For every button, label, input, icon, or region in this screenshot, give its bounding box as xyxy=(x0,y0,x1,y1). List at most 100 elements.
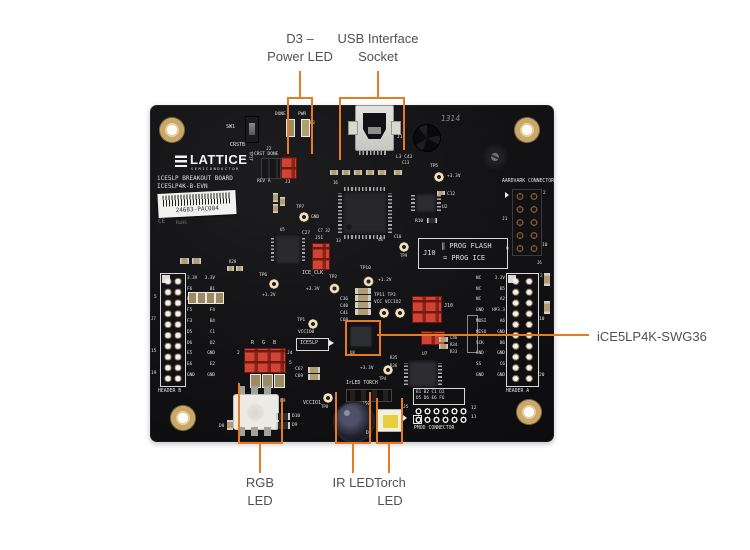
reset-button xyxy=(245,116,259,143)
silk-label: R28 xyxy=(229,259,237,264)
silk-label: TP5 xyxy=(430,164,439,169)
silk-label: U2 xyxy=(442,205,448,210)
callout-line xyxy=(299,71,301,98)
silk-label: C67 xyxy=(295,367,304,372)
silk-label: IrLED TORCH xyxy=(346,381,378,386)
header-a-title: HEADER A xyxy=(506,389,530,394)
silk-label: +3.3V xyxy=(360,366,374,371)
test-point xyxy=(399,242,409,252)
mounting-hole xyxy=(170,405,196,431)
silk-label: +1.2V xyxy=(262,293,276,298)
lattice-logo-icon xyxy=(175,154,187,167)
silk-label: C69 xyxy=(295,374,304,379)
jumper-j2 xyxy=(261,158,281,179)
silk-label: C46 xyxy=(450,335,458,340)
silk-label: D1 xyxy=(366,431,371,436)
callout-line xyxy=(281,398,283,444)
silk-label: 48 xyxy=(378,237,383,242)
mounting-hole xyxy=(159,117,185,143)
silk-label: R33 xyxy=(450,349,458,354)
silk-label: R xyxy=(251,340,255,346)
silk-label: D10 xyxy=(292,414,301,419)
inductor xyxy=(413,124,441,152)
silk-label: C7 32 xyxy=(318,228,331,233)
test-point xyxy=(323,393,333,403)
silk-label: 2 xyxy=(237,351,240,356)
pin-number: 10 xyxy=(539,317,545,322)
silk-label: 33 xyxy=(336,238,341,243)
callout-line xyxy=(369,392,371,444)
silk-label: TP8 xyxy=(321,404,329,409)
pin-number: 15 xyxy=(151,349,157,354)
jumper-j51 xyxy=(312,243,330,270)
silk-label: SEMICONDUCTOR xyxy=(191,167,240,171)
silk-label: ICE_CLK xyxy=(302,270,324,276)
silk-label: C10 xyxy=(394,234,402,239)
pin-number: 19 xyxy=(151,371,157,376)
silk-label: TP4 xyxy=(379,376,387,381)
chip-u7 xyxy=(408,360,438,388)
silk-label: +3.3V xyxy=(447,174,461,179)
silk-label: J11 xyxy=(397,135,406,140)
pmod-title: PMOD CONNECTOR xyxy=(414,426,455,431)
pin1-marker xyxy=(413,415,422,424)
silk-label: GND xyxy=(311,215,320,220)
callout-line xyxy=(287,97,313,99)
callout-line xyxy=(352,444,354,473)
silk-label: AARDVARK CONNECTOR xyxy=(502,179,554,184)
pin-number: J7 xyxy=(151,316,156,321)
callout-line xyxy=(376,398,378,444)
torch-led xyxy=(377,409,403,432)
date-code: 1314 xyxy=(441,114,461,123)
silk-label: TP11 TP3 xyxy=(374,293,396,298)
silk-label: REV A xyxy=(257,179,271,184)
silk-label: J5 xyxy=(403,405,409,410)
silk-label: D8 xyxy=(219,424,225,429)
silk-label: J10 xyxy=(444,303,454,309)
callout-fpga-box xyxy=(345,320,381,356)
silk-label: G xyxy=(262,340,266,346)
header-b-title: HEADER B xyxy=(158,389,182,394)
jumper-j4 xyxy=(244,348,286,373)
silk-label: TP2 xyxy=(329,275,338,280)
silk-label: CRSTB xyxy=(230,142,246,148)
chip-u2 xyxy=(415,193,437,213)
callout-line xyxy=(339,97,405,99)
mounting-hole xyxy=(516,399,542,425)
chip-u5 xyxy=(274,234,302,265)
callout-line xyxy=(287,97,289,154)
rohs-mark: RoHS xyxy=(176,221,187,226)
aardvark-connector xyxy=(512,189,542,256)
callout-line xyxy=(376,442,403,444)
silk-label: D9 xyxy=(292,423,298,428)
silk-label: J4 xyxy=(287,351,293,356)
silk-label: TP9 xyxy=(400,253,408,258)
silk-label: 16 xyxy=(333,180,338,185)
test-point xyxy=(269,279,279,289)
board-part-number: ICE5LP4K-B-EVN xyxy=(157,183,208,190)
mounting-hole xyxy=(514,117,540,143)
callout-line xyxy=(403,97,405,150)
cap-labels: C36 C40 C41 C68 xyxy=(340,297,349,323)
callout-ir-led: IR LED xyxy=(332,475,375,490)
silk-label: L3 C43 xyxy=(396,155,413,160)
test-point xyxy=(379,308,389,318)
ce-mark: CE xyxy=(158,218,166,225)
callout-rgb-led: RGB LED xyxy=(245,475,275,508)
pin-number: 20 xyxy=(539,373,545,378)
lattice-logo-text: LATTICE xyxy=(190,152,248,167)
barcode-sticker: 24683-PAC004 xyxy=(157,189,237,219)
silk-label: J6 xyxy=(537,260,542,265)
pin-number: 12 xyxy=(471,406,477,411)
silk-label: TP17 xyxy=(248,151,254,161)
silk-label: +1.2V xyxy=(378,278,392,283)
pin1-marker xyxy=(403,415,407,421)
test-point xyxy=(363,276,374,287)
test-point xyxy=(434,172,444,182)
pcb-board: SW1 CRSTB DONE PWR D3 TP17 J2 CRST DONE … xyxy=(150,105,554,443)
ice5lp-pointer-box: ICE5LP xyxy=(296,338,329,351)
test-point xyxy=(395,308,405,318)
test-point xyxy=(299,212,309,222)
silk-label: VCC VCCIO2 xyxy=(374,300,402,305)
